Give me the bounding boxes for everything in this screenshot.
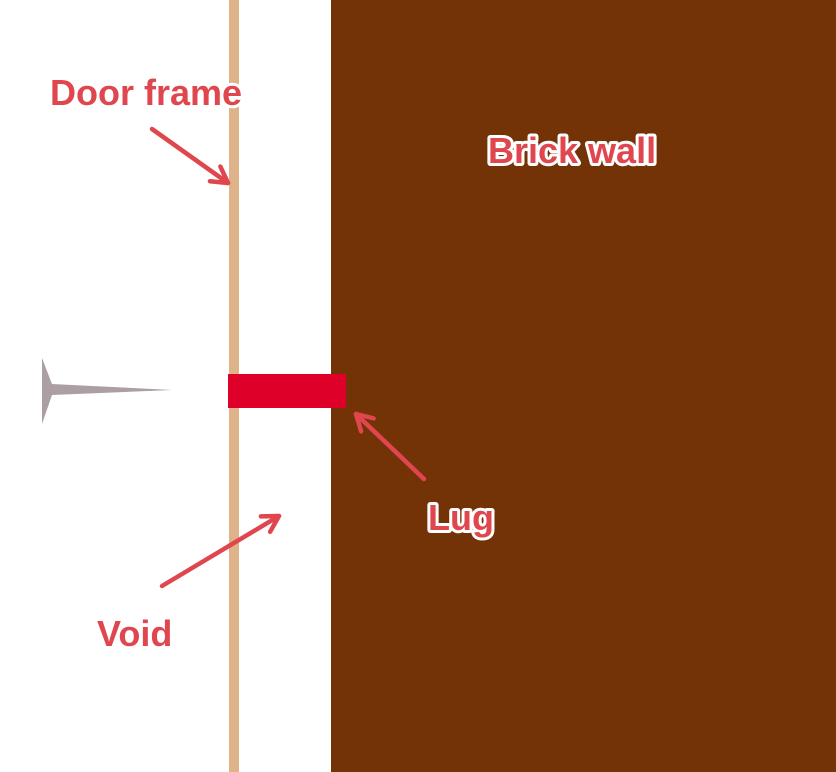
brick-wall-label: Brick wall: [488, 130, 656, 171]
lug-label: Lug: [428, 497, 494, 538]
void-label: Void: [97, 613, 172, 654]
brick-wall: [331, 0, 836, 772]
lug: [228, 374, 346, 408]
door-frame-arrow: [149, 126, 231, 186]
lug-arrow: [353, 411, 427, 482]
door-frame-label: Door frame: [50, 72, 242, 113]
nail: [42, 358, 172, 424]
void-arrow: [159, 513, 282, 589]
